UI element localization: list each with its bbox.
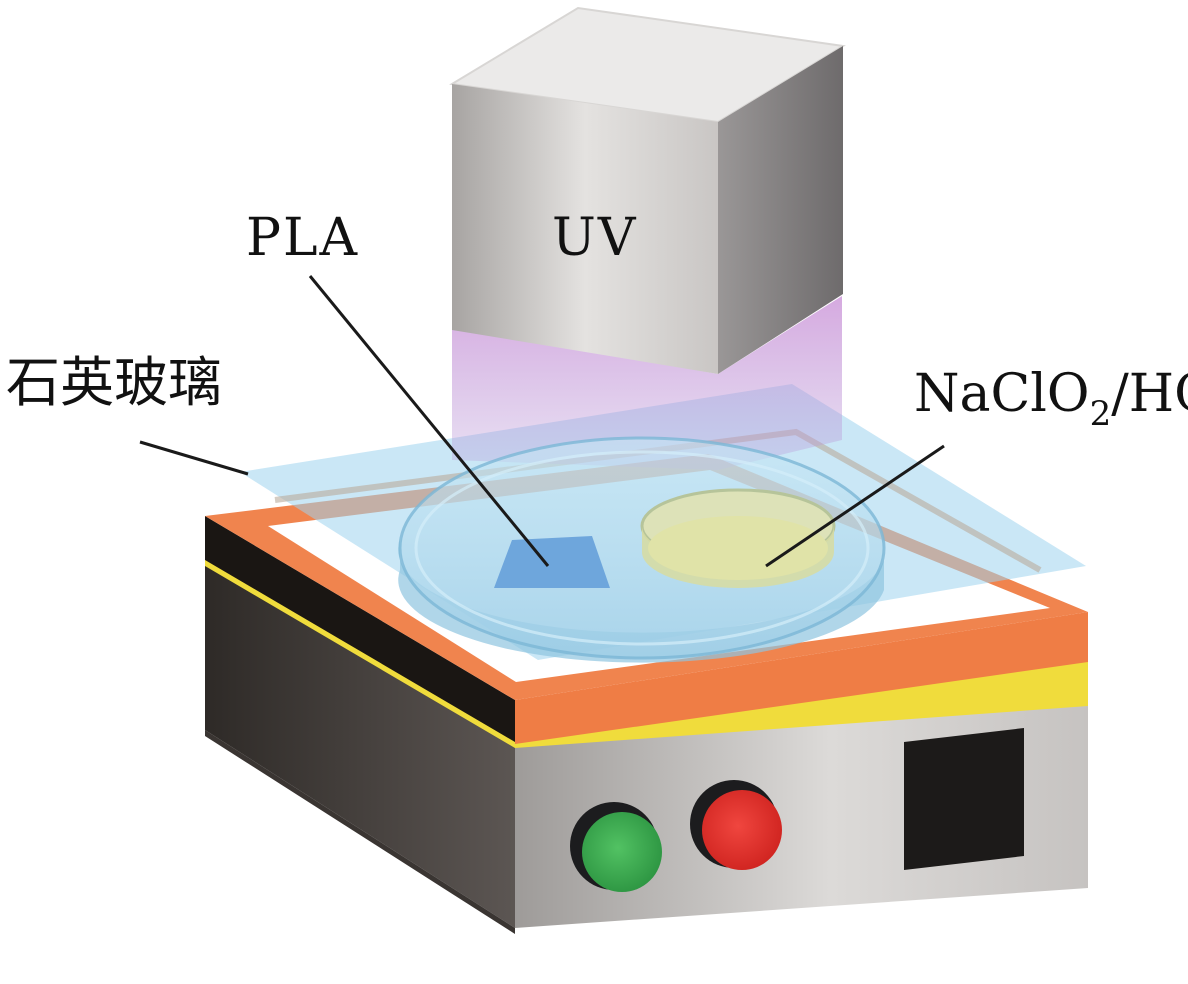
reagent-label-subscript: 2 [1089,394,1112,434]
red-button-icon[interactable] [702,790,782,870]
hotplate-left-side [205,520,515,928]
reagent-label-tail: /HCl [1111,364,1188,424]
quartz-glass-label: 石英玻璃 [6,351,222,414]
uv-lamp-side [718,46,843,374]
quartz-leader-line [139,440,249,476]
uv-lamp [449,6,846,374]
green-button-icon[interactable] [582,812,662,892]
reagent-label-main: NaClO [914,364,1090,424]
pla-film [494,536,610,588]
petri-dish [398,436,886,663]
uv-light-beam [452,296,842,470]
front-panel [570,728,1024,892]
pla-label: PLA [246,208,360,268]
reagent-leader-line [765,444,945,568]
pla-leader-line [308,275,550,567]
display-screen-icon [904,728,1024,870]
uv-label: UV [552,208,638,268]
reagent-label: NaClO2/HCl [914,368,1188,431]
solution-liquid [648,516,828,580]
dark-band [205,516,515,742]
uv-lamp-front [452,84,718,374]
